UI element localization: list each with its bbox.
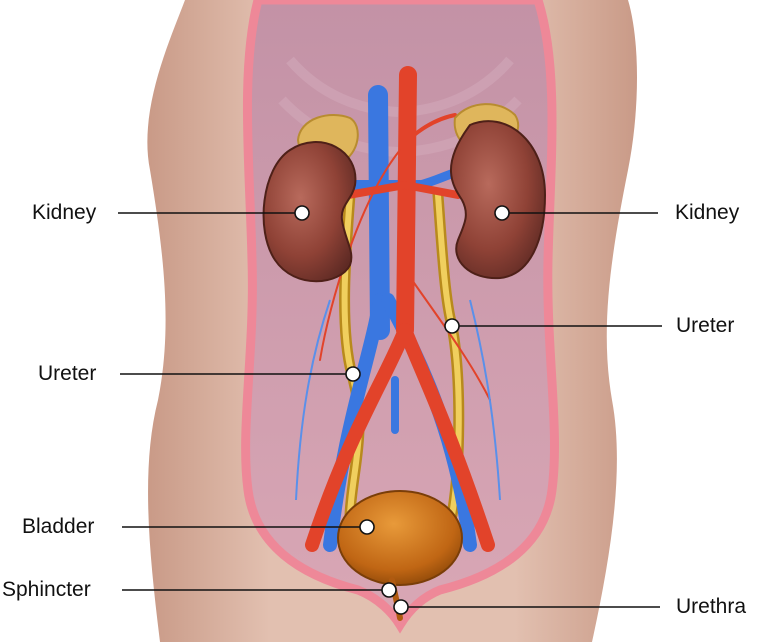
label-ureter-right: Ureter — [676, 314, 735, 337]
dot-sphincter — [381, 582, 397, 598]
aorta — [305, 66, 495, 552]
label-ureter-left: Ureter — [38, 362, 97, 385]
dot-urethra — [393, 599, 409, 615]
label-urethra: Urethra — [676, 595, 747, 618]
marker-dots — [294, 205, 510, 615]
small-veins — [295, 299, 501, 501]
label-kidney-right: Kidney — [675, 201, 740, 224]
dot-kidney-left — [294, 205, 310, 221]
dot-ureter-right — [444, 318, 460, 334]
label-bladder: Bladder — [22, 515, 95, 538]
label-sphincter: Sphincter — [2, 578, 91, 601]
right-kidney — [450, 120, 547, 280]
dot-bladder — [359, 519, 375, 535]
bladder — [337, 490, 463, 586]
label-kidney-left: Kidney — [32, 201, 97, 224]
dot-ureter-left — [345, 366, 361, 382]
dot-kidney-right — [494, 205, 510, 221]
leader-lines — [118, 212, 662, 608]
